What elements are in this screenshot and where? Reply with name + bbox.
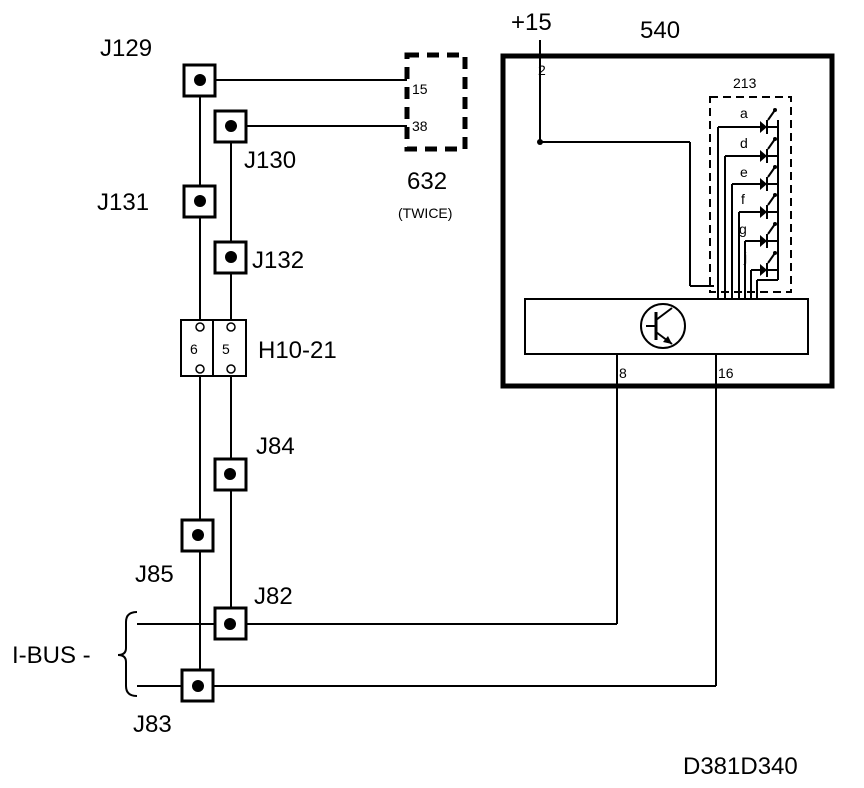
board-pin-2: 2 [538,62,546,78]
unit-632-box [404,52,468,152]
switch-label-f: f [741,191,745,207]
board-pin-16: 16 [718,365,734,381]
label-j84: J84 [256,433,295,460]
switch-label-g: g [739,221,747,237]
switch-array [717,108,779,298]
connector-j85 [180,518,215,553]
switch-label-a: a [740,105,748,121]
label-632: 632 [407,168,447,195]
label-j82: J82 [254,583,293,610]
connector-j129 [182,63,217,98]
switch-label-d: d [740,135,748,151]
label-213: 213 [733,75,757,91]
connector-j83 [180,668,215,703]
transistor-block [524,298,809,355]
label-h10-21: H10-21 [258,337,337,364]
transistor-icon [640,303,686,349]
label-j132: J132 [252,247,304,274]
label-j129: J129 [100,35,152,62]
connector-j82 [213,606,248,641]
connector-j130 [213,109,248,144]
label-twice: (TWICE) [398,205,452,221]
connector-j84 [213,457,248,492]
connector-j131 [182,184,217,219]
switch-label-e: e [740,164,748,180]
h10-pin-5: 5 [222,341,230,357]
unit-632-pin-38: 38 [412,118,428,134]
label-j83: J83 [133,711,172,738]
figure-code: D381D340 [683,753,798,780]
label-j131: J131 [97,189,149,216]
ibus-brace [117,611,138,697]
label-j85: J85 [135,561,174,588]
switch-label-j: j [743,249,747,265]
label-ibus: I-BUS - [12,642,91,669]
connector-j132 [213,240,248,275]
terminal-block-h10-21 [180,319,247,377]
board-pin-8: 8 [619,365,627,381]
board-540-box [500,53,835,389]
label-board-540: 540 [640,17,680,44]
label-j130: J130 [244,147,296,174]
label-plus15: +15 [511,9,552,36]
unit-632-pin-15: 15 [412,81,428,97]
h10-pin-6: 6 [190,341,198,357]
